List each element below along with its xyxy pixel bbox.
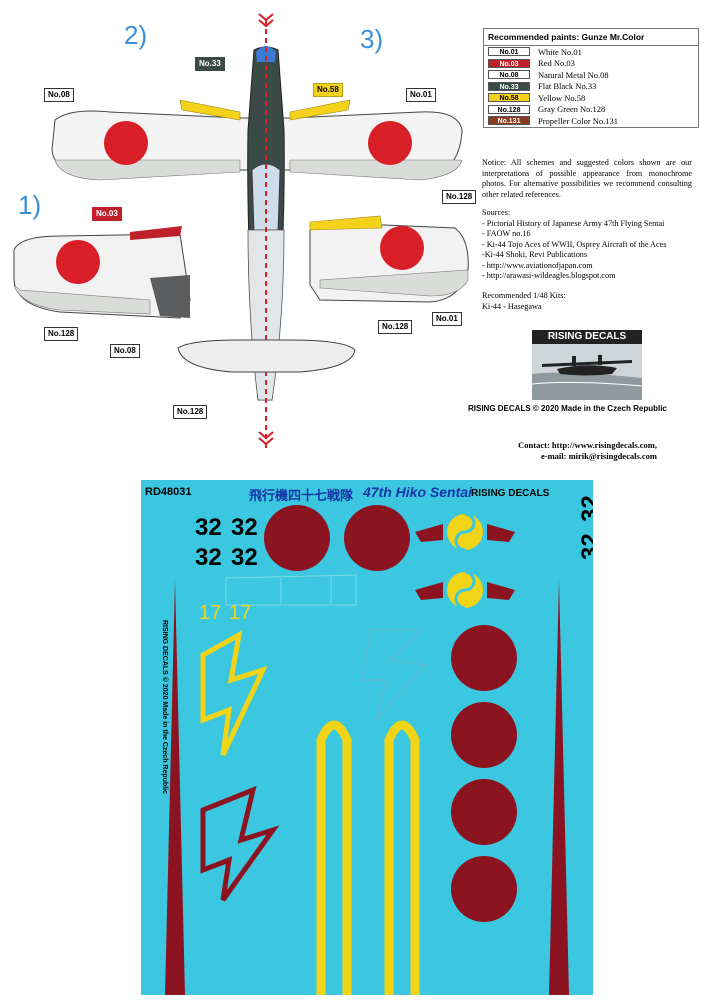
- hinomaru-right-wing: [368, 121, 412, 165]
- legend-color-name: Yellow No.58: [538, 92, 586, 103]
- legend-swatch: No.03: [488, 58, 530, 68]
- sheet-side-text: RISING DECALS © 2020 Made in the Czech R…: [161, 620, 168, 794]
- footer-brand: RISING DECALS: [468, 404, 531, 413]
- legend-swatch: No.131: [488, 116, 530, 126]
- legend-row: No.01 White No.01: [484, 46, 698, 58]
- top-view-aircraft: [51, 13, 463, 450]
- code-32-vert-b: 32: [577, 533, 593, 560]
- legend-row: No.58 Yellow No.58: [484, 92, 698, 104]
- callout-no128-bottom: No.128: [173, 405, 208, 419]
- source-item: - http://www.aviationofjapan.com: [482, 260, 593, 270]
- legend-color-name: White No.01: [538, 46, 582, 57]
- contact-block: Contact: http://www.risingdecals.com, e-…: [482, 440, 657, 462]
- callout-no08-left: No.08: [110, 344, 140, 358]
- notice-text: Notice: All schemes and suggested colors…: [482, 158, 692, 199]
- legend-color-name: Red No.03: [538, 58, 575, 69]
- view-number-3: 3): [360, 24, 384, 54]
- source-item: -Ki-44 Shoki, Revi Publications: [482, 250, 588, 259]
- legend-color-name: Gray Green No.128: [538, 104, 606, 115]
- sentai-emblem-top: [415, 512, 515, 552]
- code-17-b: 17: [229, 602, 252, 624]
- code-32-a: 32: [195, 514, 222, 541]
- sheet-brand: RISING DECALS: [471, 488, 550, 499]
- callout-no08-top: No.08: [44, 88, 74, 102]
- view-number-1: 1): [18, 190, 42, 220]
- legend-row: No.08 Natural Metal No.08: [484, 69, 698, 81]
- view-3-wing: [309, 215, 469, 303]
- sources-block: Sources: - Pictorial History of Japanese…: [482, 208, 697, 282]
- sheet-title: 47th Hiko Sentai: [363, 484, 472, 500]
- sources-title: Sources:: [482, 208, 511, 217]
- callout-no128-mid: No.128: [378, 320, 413, 334]
- source-item: - FAOW no.16: [482, 229, 531, 238]
- code-32-d: 32: [231, 544, 258, 571]
- code-32-b: 32: [231, 514, 258, 541]
- legend-row: No.33 Flat Black No.33: [484, 81, 698, 93]
- legend-swatch: No.08: [488, 70, 530, 80]
- source-item: - Ki-44 Tojo Aces of WWII, Osprey Aircra…: [482, 239, 667, 249]
- decal-sheet-art: [165, 505, 569, 995]
- code-32-c: 32: [195, 544, 222, 571]
- callout-no128-right: No.128: [442, 190, 477, 204]
- legend-row: No.131 Propeller Color No.131: [484, 115, 698, 127]
- legend-color-name: Flat Black No.33: [538, 81, 597, 92]
- decal-sheet: RD48031 飛行機四十七戦隊 47th Hiko Sentai RISING…: [141, 480, 593, 995]
- callout-no03: No.03: [92, 207, 122, 221]
- callout-no58: No.58: [313, 83, 343, 97]
- contact-line-1: Contact: http://www.risingdecals.com,: [518, 440, 657, 450]
- rising-decals-logo: RISING DECALS: [532, 330, 642, 400]
- legend-swatch: No.33: [488, 81, 530, 91]
- source-item: - Pictorial History of Japanese Army 47t…: [482, 218, 665, 228]
- callout-no01-mid: No.01: [432, 312, 462, 326]
- paint-legend: Recommended paints: Gunze Mr.Color No.01…: [483, 28, 699, 128]
- flying-boat-icon: [532, 344, 642, 400]
- kits-title: Recommended 1/48 Kits:: [482, 291, 566, 300]
- callout-no01-top: No.01: [406, 88, 436, 102]
- footer-year: 2020: [541, 404, 559, 413]
- sheet-kanji: 飛行機四十七戦隊: [249, 489, 354, 504]
- sources-list: - Pictorial History of Japanese Army 47t…: [482, 219, 697, 282]
- legend-swatch: No.128: [488, 104, 530, 114]
- source-item: - http://arawasi-wildeagles.blogspot.com: [482, 271, 616, 280]
- kits-block: Recommended 1/48 Kits: Ki-44 - Hasegawa: [482, 291, 697, 312]
- legend-color-name: Natural Metal No.08: [538, 69, 609, 80]
- sheet-code: RD48031: [145, 486, 192, 498]
- legend-color-name: Propeller Color No.131: [538, 115, 619, 126]
- legend-row: No.03 Red No.03: [484, 58, 698, 70]
- code-17-a: 17: [199, 602, 222, 624]
- sentai-emblem-bottom: [415, 570, 515, 610]
- kits-item: Ki-44 - Hasegawa: [482, 301, 542, 311]
- callout-no33: No.33: [195, 57, 225, 71]
- copyright-icon: ©: [532, 404, 539, 413]
- view-1-wing: [13, 226, 191, 319]
- aircraft-profile-drawings: [13, 13, 469, 450]
- callout-no128-left: No.128: [44, 327, 79, 341]
- logo-text: RISING DECALS: [532, 330, 642, 344]
- view-number-2: 2): [124, 20, 148, 50]
- hinomaru-left-wing: [104, 121, 148, 165]
- legend-swatch: No.58: [488, 93, 530, 103]
- legend-swatch: No.01: [488, 47, 530, 57]
- legend-title: Recommended paints: Gunze Mr.Color: [484, 29, 698, 46]
- contact-line-2: e-mail: mirik@risingdecals.com: [540, 451, 657, 461]
- footer-line: RISING DECALS © 2020 Made in the Czech R…: [468, 404, 667, 413]
- footer-made: Made in the Czech Republic: [561, 404, 667, 413]
- legend-row: No.128 Gray Green No.128: [484, 104, 698, 116]
- code-32-vert-a: 32: [577, 495, 593, 522]
